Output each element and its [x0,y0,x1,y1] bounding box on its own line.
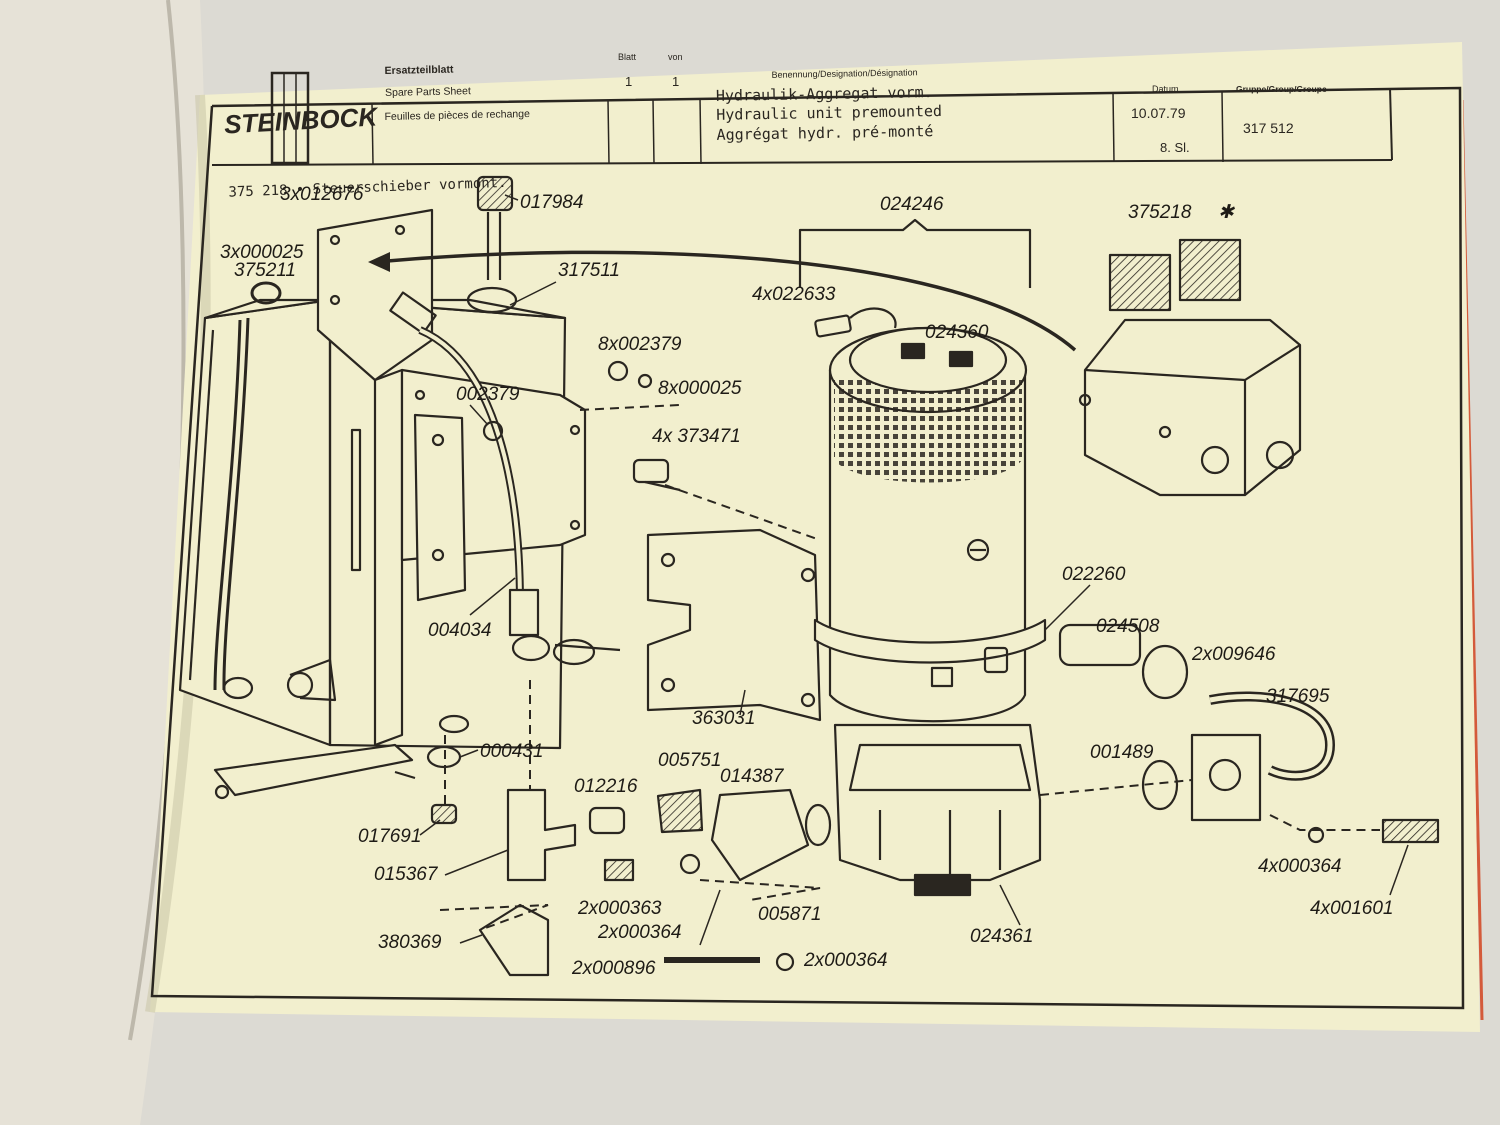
blatt-value: 1 [625,74,632,89]
valve-mounting-arrow [374,250,1077,352]
valve-asterisk: ✱ [1218,202,1235,223]
part-label: 002379 [456,384,520,405]
part-label: 014387 [720,766,785,787]
von-label: von [668,52,683,62]
sheet-title-de: Ersatzteilblatt [384,64,454,77]
part-label: 005751 [658,750,721,771]
part-label: 4x 373471 [652,426,741,447]
control-valve-drawing [1078,238,1302,497]
part-label: 024508 [1096,616,1160,637]
part-label: 4x001601 [1310,898,1393,919]
left-page-edge [0,0,206,1125]
part-label: 024361 [970,926,1033,947]
part-label: 8x000025 [658,378,742,399]
datum-value: 10.07.79 [1131,105,1186,121]
part-label: 375218 [1128,202,1192,223]
part-label: 012216 [574,776,638,797]
part-label: 015367 [374,864,439,885]
part-label: 2x000364 [803,950,887,971]
part-label: 317511 [558,260,620,281]
part-label: 317695 [1266,686,1330,707]
part-label: 8x002379 [598,334,682,355]
part-label: 3x000025 [220,242,304,263]
pressure-pipe-drawing [1058,623,1440,844]
designation-fr: Aggrégat hydr. pré-monté [716,122,933,144]
part-label: 3x012676 [280,184,364,205]
part-label: 022260 [1062,564,1126,585]
part-label: 024360 [925,322,989,343]
part-label: 004034 [428,620,491,641]
part-label: 024246 [880,194,944,215]
part-label: 000431 [480,741,543,762]
part-label: 380369 [378,932,442,953]
part-label: 001489 [1090,742,1154,763]
blatt-label: Blatt [618,52,637,62]
hose-drawing [389,291,551,662]
part-label: 017984 [520,192,583,213]
part-label: 4x000364 [1258,856,1341,877]
assembly-lines [439,404,1380,931]
part-label: 017691 [358,826,421,847]
datum-sub: 8. Sl. [1160,140,1190,155]
designation-de: Hydraulik-Aggregat vorm. [716,83,933,105]
part-label: 2x000363 [577,898,662,919]
gruppe-label: Gruppe/Group/Groupe [1236,84,1327,94]
part-label: 2x000896 [571,958,656,979]
gruppe-value: 317 512 [1243,120,1294,136]
adaptor-bracket-drawing [646,528,822,722]
filler-cap-drawing [466,175,518,314]
sheet-title-fr: Feuilles de pièces de rechange [384,108,530,123]
part-label: 005871 [758,904,821,925]
sheet-title-en: Spare Parts Sheet [385,85,471,99]
von-value: 1 [672,74,679,89]
mounting-bracket-drawing [213,208,587,800]
designation-en: Hydraulic unit premounted [716,102,942,124]
part-label: 363031 [692,708,755,729]
leader-lines [419,194,1409,946]
sheet-frame [150,86,1465,1010]
hydraulic-pump-drawing [833,723,1042,897]
exploded-drawing [178,175,1440,977]
part-label: 2x009646 [1191,644,1276,665]
small-parts-drawing [426,360,832,977]
part-label: 4x022633 [752,284,836,305]
datum-label: Datum [1152,84,1179,94]
part-label: 375211 [234,260,296,281]
electric-motor-drawing [813,326,1047,723]
designation-label: Benennung/Designation/Désignation [771,67,917,80]
part-label: 2x000364 [597,922,681,943]
part-number-labels: 3x012676 017984 3x000025 375211 317511 8… [220,184,1393,979]
